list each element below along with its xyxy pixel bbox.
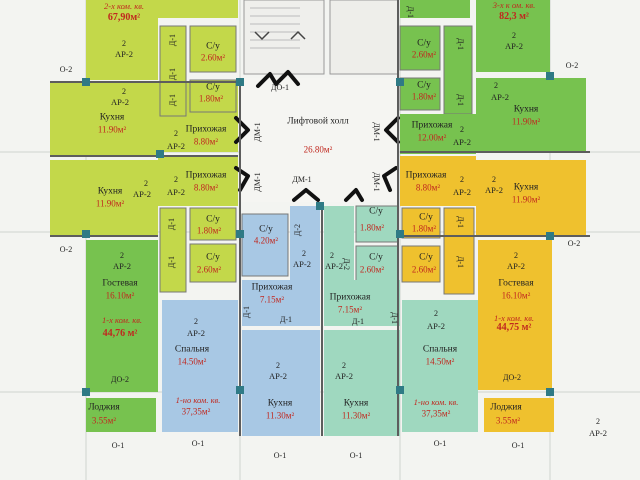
unit-mid-right-corr [443,207,475,295]
unit-top-right-bath1 [399,25,441,71]
unit-bottom-left-kitchen [242,330,320,436]
lift-shaft [329,0,399,75]
unit-bottom-left-corr [290,206,320,280]
unit-bottom-right-hallway [324,280,400,326]
stairs [250,7,300,49]
unit-bottom-right-kitchen [324,330,400,436]
columns [82,72,554,396]
unit-mid-left-bath1 [189,207,237,241]
unit-mid-left-bath2 [189,243,237,283]
unit-loggia-left [86,398,156,432]
lift-hall [240,78,398,202]
chevron-up-icon [290,30,306,40]
unit-bottom-right-corr [324,206,354,280]
unit-mid-right-hallway [400,156,476,206]
unit-mid-right-bath1 [401,207,441,239]
unit-top-left-corr [159,25,187,117]
unit-mid-left-corr [159,207,187,293]
unit-top-right-corr [443,25,473,115]
unit-top-left-bath1 [189,25,237,73]
unit-mid-right-kitchen [476,160,586,236]
unit-top-right-bath2 [399,77,441,111]
unit-top-left-top [158,0,238,18]
unit-mid-left-kitchen [50,160,158,236]
unit-loggia-right [484,398,554,432]
chevron-down-icon [254,31,270,41]
unit-top-right-hallway [400,114,476,154]
walls [50,0,590,436]
unit-bottom-left-hallway [242,280,320,326]
unit-bottom-right-bath1 [355,205,399,243]
unit-top-right-top [400,0,470,18]
unit-mid-right-bath2 [401,245,441,283]
unit-bottom-left-bath [241,213,289,277]
unit-mid-left-guest [86,240,158,392]
unit-mid-left-hallway [158,156,238,206]
unit-bottom-left-bedroom [162,300,238,432]
unit-mid-right-guest [478,240,552,390]
unit-top-left-living [86,0,158,80]
unit-bottom-right-bedroom [402,300,478,432]
stairwell [243,0,325,75]
unit-top-right-kitchen [476,78,586,152]
unit-top-left-bath2 [189,79,237,113]
unit-top-left-kitchen [50,82,158,156]
unit-bottom-right-bath2 [355,245,399,283]
unit-top-right-living [476,0,550,72]
